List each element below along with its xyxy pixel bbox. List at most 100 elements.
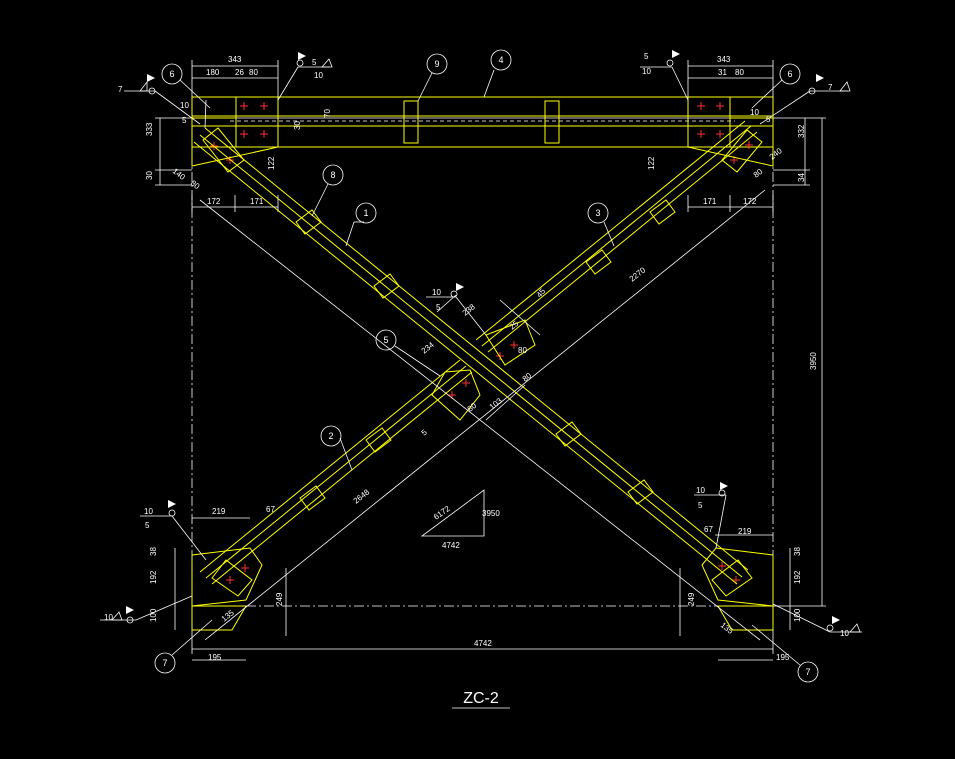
weld-symbol-tl: 7 5 10 [118, 74, 201, 125]
svg-text:219: 219 [212, 507, 226, 516]
dim-diag-length: 6172 [432, 504, 452, 522]
part-mark-8: 8 [311, 164, 344, 217]
svg-text:80: 80 [189, 178, 202, 191]
svg-text:2: 2 [328, 431, 333, 441]
svg-text:10: 10 [642, 67, 651, 76]
svg-text:100: 100 [793, 608, 802, 622]
part-mark-7-right: 7 [751, 624, 819, 683]
svg-text:1: 1 [363, 208, 368, 218]
svg-text:238: 238 [461, 302, 477, 318]
svg-text:10: 10 [750, 108, 759, 117]
weld-symbol-bl2: 10 [100, 595, 193, 624]
svg-text:70: 70 [323, 109, 332, 118]
svg-text:5: 5 [145, 521, 150, 530]
svg-text:9: 9 [434, 59, 439, 69]
svg-text:249: 249 [275, 592, 284, 606]
svg-text:3: 3 [595, 208, 600, 218]
svg-text:10: 10 [180, 101, 189, 110]
part-mark-4: 4 [483, 49, 512, 98]
svg-text:10: 10 [144, 507, 153, 516]
svg-text:5: 5 [766, 115, 771, 124]
svg-text:38: 38 [793, 547, 802, 556]
svg-text:122: 122 [647, 156, 656, 170]
svg-text:172: 172 [207, 197, 221, 206]
svg-text:180: 180 [206, 68, 220, 77]
svg-text:10: 10 [840, 629, 849, 638]
svg-text:45: 45 [535, 286, 548, 299]
part-mark-6-right: 6 [751, 63, 801, 109]
brace-tl-br [193, 127, 749, 585]
svg-text:343: 343 [228, 55, 242, 64]
weld-symbol-center: 10 5 [426, 283, 487, 336]
svg-text:7: 7 [828, 83, 833, 92]
svg-text:8: 8 [330, 170, 335, 180]
dimension-lines [155, 60, 826, 709]
part-mark-1: 1 [345, 202, 377, 247]
svg-text:7: 7 [805, 667, 810, 677]
svg-text:80: 80 [249, 68, 258, 77]
svg-text:195: 195 [208, 653, 222, 662]
svg-text:333: 333 [145, 122, 154, 136]
svg-text:249: 249 [687, 592, 696, 606]
part-mark-6-left: 6 [161, 63, 211, 109]
svg-text:140: 140 [171, 166, 187, 182]
weld-symbol-bl: 10 5 [140, 500, 207, 561]
svg-text:5: 5 [182, 116, 187, 125]
part-mark-3: 3 [587, 202, 615, 247]
svg-text:80: 80 [521, 371, 534, 384]
svg-text:10: 10 [314, 71, 323, 80]
gusset-plates [191, 117, 774, 631]
svg-text:67: 67 [704, 525, 713, 534]
part-mark-7-left: 7 [154, 619, 213, 674]
svg-text:38: 38 [149, 547, 158, 556]
svg-text:80: 80 [466, 401, 479, 414]
svg-text:7: 7 [118, 85, 123, 94]
dim-tri-height: 3950 [482, 509, 500, 518]
svg-text:195: 195 [776, 653, 790, 662]
svg-text:6: 6 [169, 69, 174, 79]
svg-text:192: 192 [793, 570, 802, 584]
svg-text:80: 80 [752, 167, 765, 180]
svg-text:171: 171 [250, 197, 264, 206]
part-marks: 1 2 3 4 5 6 6 [154, 49, 819, 683]
part-mark-2: 2 [320, 425, 353, 471]
svg-text:5: 5 [383, 335, 388, 345]
weld-symbol-tr: 5 10 [640, 50, 689, 101]
svg-text:5: 5 [436, 303, 441, 312]
svg-text:332: 332 [797, 124, 806, 138]
svg-text:5: 5 [312, 58, 317, 67]
svg-text:10: 10 [696, 486, 705, 495]
svg-text:240: 240 [768, 146, 784, 162]
svg-text:30: 30 [145, 171, 154, 180]
svg-text:6: 6 [787, 69, 792, 79]
weld-symbols: 7 5 10 5 10 5 10 10 5 [100, 50, 862, 638]
brace-tr-bl [199, 120, 758, 585]
weld-symbol-tr2: 10 5 7 [750, 74, 851, 125]
dim-tri-span: 4742 [442, 541, 460, 550]
dim-height: 3950 [809, 352, 818, 370]
drawing-title: ZC-2 [463, 690, 499, 707]
svg-text:219: 219 [738, 527, 752, 536]
weld-symbol-br2: 10 [772, 603, 862, 638]
svg-text:135: 135 [719, 620, 735, 636]
svg-text:80: 80 [735, 68, 744, 77]
svg-text:5: 5 [644, 52, 649, 61]
svg-text:234: 234 [420, 340, 436, 356]
frame-centerlines [191, 117, 774, 630]
svg-text:135: 135 [220, 608, 236, 624]
svg-text:10: 10 [104, 613, 113, 622]
svg-text:67: 67 [266, 505, 275, 514]
slope-triangle [420, 489, 485, 537]
svg-text:5: 5 [420, 427, 429, 437]
svg-text:4: 4 [498, 55, 503, 65]
weld-symbol-tl2: 5 10 [277, 52, 333, 101]
weld-symbol-br: 10 5 [694, 482, 728, 549]
dim-span: 4742 [474, 639, 492, 648]
svg-text:5: 5 [698, 501, 703, 510]
dim-brace-3: 2270 [628, 265, 648, 283]
part-mark-5: 5 [375, 329, 441, 377]
svg-text:26: 26 [235, 68, 244, 77]
dim-brace-2: 2648 [352, 487, 372, 505]
svg-text:10: 10 [432, 288, 441, 297]
